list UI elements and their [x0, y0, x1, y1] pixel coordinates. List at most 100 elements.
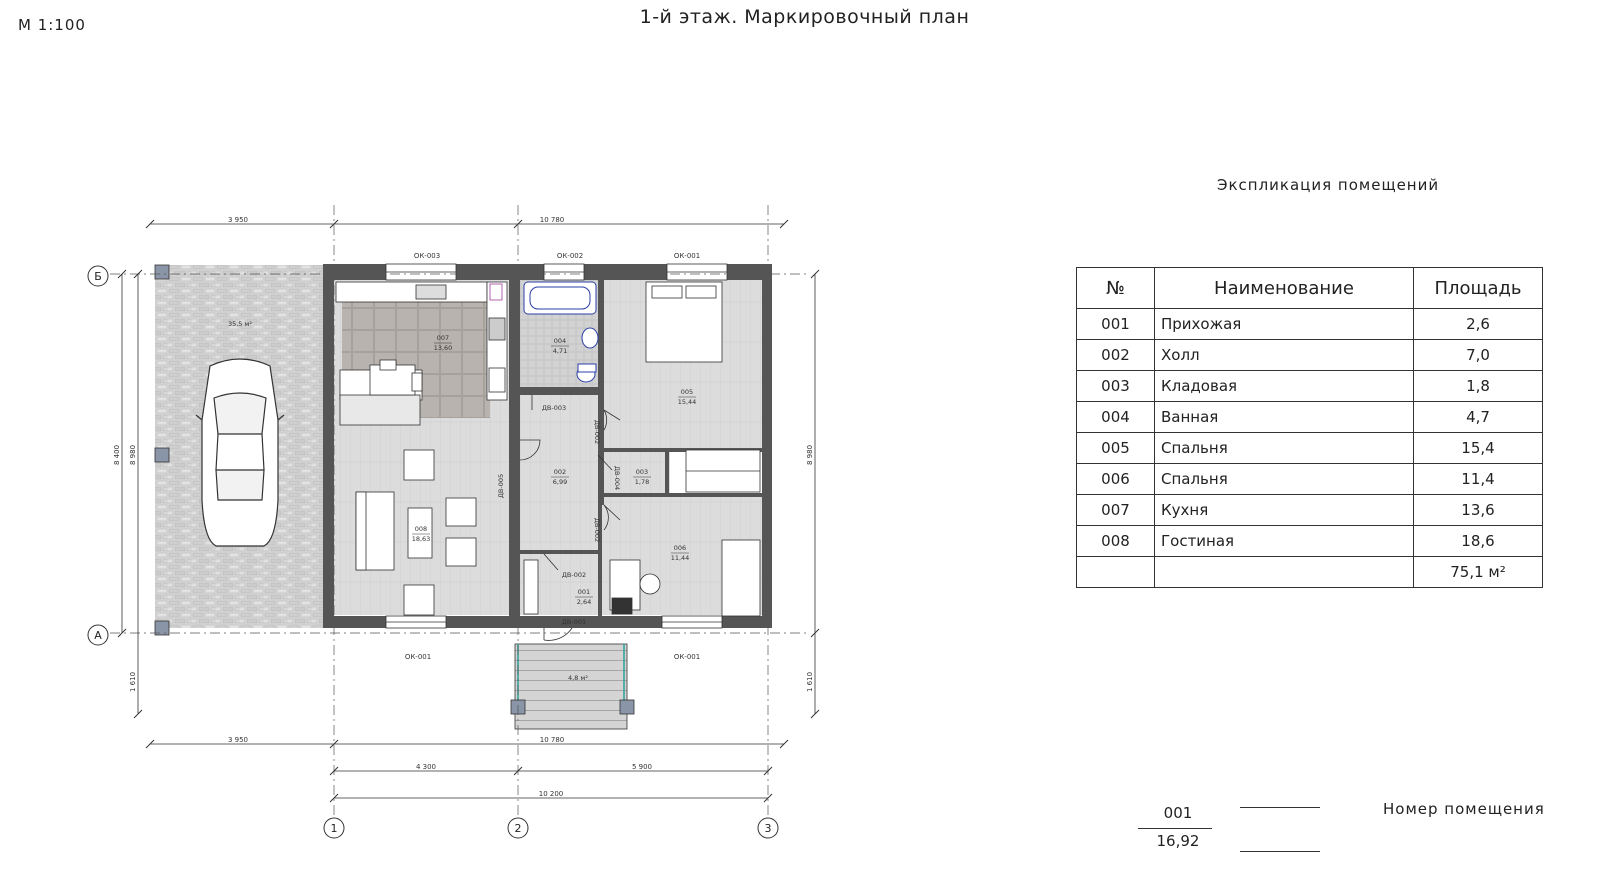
room-004-area: 4,71: [553, 347, 567, 355]
explication-table: № Наименование Площадь 001 Прихожая 2,6 …: [1076, 267, 1543, 588]
dim-top-right: 10 780: [540, 216, 565, 224]
column-header-number: №: [1076, 267, 1155, 309]
room-008-area: 18,63: [412, 535, 431, 543]
cell-number: 004: [1076, 401, 1155, 433]
cell-number: 003: [1076, 370, 1155, 402]
room-008-id: 008: [415, 525, 427, 533]
cell-area: 1,8: [1413, 370, 1543, 402]
room-001-area: 2,64: [577, 598, 591, 606]
dim-left-outer: 8 400: [113, 445, 121, 465]
cell-area: 4,7: [1413, 401, 1543, 433]
cell-area: 7,0: [1413, 339, 1543, 371]
columns: [154, 264, 635, 715]
car-icon: [195, 358, 285, 547]
porch-area-label: 4,8 м²: [568, 674, 588, 682]
porch: [514, 643, 628, 730]
room-006-area: 11,44: [671, 554, 690, 562]
dim-bottom-left: 3 950: [228, 736, 248, 744]
parking-area-label: 35,5 м²: [228, 320, 252, 328]
scale-label: М 1:100: [18, 16, 86, 34]
total-area: 75,1 м²: [1413, 556, 1543, 588]
door-mark-dv5: ДВ-005: [497, 474, 505, 498]
dim-overall: 10 200: [539, 790, 564, 798]
table-row: 001 Прихожая 2,6: [1076, 308, 1543, 340]
dim-right: 8 980: [806, 445, 814, 465]
cell-number: 002: [1076, 339, 1155, 371]
room-007-area: 13,60: [434, 344, 453, 352]
column-header-name: Наименование: [1154, 267, 1414, 309]
cell-number: 006: [1076, 463, 1155, 495]
axis-label-b: Б: [94, 270, 102, 283]
cell-area: 2,6: [1413, 308, 1543, 340]
table-row: 008 Гостиная 18,6: [1076, 525, 1543, 557]
window-mark-ok1-br: ОК-001: [674, 653, 700, 661]
legend-pointer-line-bottom: [1240, 851, 1320, 852]
axis-label-3: 3: [765, 822, 772, 835]
room-002-area: 6,99: [553, 478, 567, 486]
legend-fraction-line: [1138, 828, 1212, 829]
explication-header-row: № Наименование Площадь: [1076, 267, 1543, 309]
room-005-area: 15,44: [678, 398, 697, 406]
legend-room-number: 001: [1163, 804, 1193, 822]
cell-number: 007: [1076, 494, 1155, 526]
window-mark-ok1-top: ОК-001: [674, 252, 700, 260]
table-row: 002 Холл 7,0: [1076, 339, 1543, 371]
cell-number: 001: [1076, 308, 1155, 340]
cell-number: 005: [1076, 432, 1155, 464]
bedroom-furniture: [523, 281, 761, 617]
door-mark-dv2-top: ДВ-002: [593, 420, 601, 444]
cell-name: Спальня: [1154, 432, 1414, 464]
room-007-id: 007: [437, 334, 449, 342]
table-row: 007 Кухня 13,6: [1076, 494, 1543, 526]
bathroom-fixtures: [523, 281, 599, 383]
door-mark-dv3: ДВ-003: [542, 404, 566, 412]
cell-name: Кухня: [1154, 494, 1414, 526]
door-mark-dv4: ДВ-004: [613, 466, 621, 490]
cell-name: Прихожая: [1154, 308, 1414, 340]
windows: [385, 263, 728, 629]
legend-label: Номер помещения: [1383, 800, 1545, 818]
column-header-area: Площадь: [1413, 267, 1543, 309]
room-004-id: 004: [554, 337, 566, 345]
dim-top-left: 3 950: [228, 216, 248, 224]
room-005-id: 005: [681, 388, 693, 396]
living-furniture: [355, 449, 477, 616]
walls: [323, 264, 772, 628]
room-003-area: 1,78: [635, 478, 649, 486]
room-006-id: 006: [674, 544, 686, 552]
explication-title: Экспликация помещений: [1217, 176, 1440, 194]
kitchen-furniture: [335, 281, 508, 426]
table-row: 005 Спальня 15,4: [1076, 432, 1543, 464]
cell-area: 11,4: [1413, 463, 1543, 495]
cell-area: 15,4: [1413, 432, 1543, 464]
room-002-id: 002: [554, 468, 566, 476]
door-swings: [519, 395, 621, 641]
door-mark-dv2-bot: ДВ-002: [562, 571, 586, 579]
axis-lines: [110, 205, 810, 818]
cell-name: Холл: [1154, 339, 1414, 371]
window-mark-ok1-bl: ОК-001: [405, 653, 431, 661]
legend-pointer-line-top: [1240, 807, 1320, 808]
table-row: 003 Кладовая 1,8: [1076, 370, 1543, 402]
cell-number: 008: [1076, 525, 1155, 557]
room-003-id: 003: [636, 468, 648, 476]
axis-label-1: 1: [331, 822, 338, 835]
total-row: 75,1 м²: [1076, 556, 1543, 588]
dim-seg1: 4 300: [416, 763, 436, 771]
dim-seg2: 5 900: [632, 763, 652, 771]
dimension-lines: [121, 223, 816, 799]
door-mark-dv1: ДВ-001: [562, 618, 586, 626]
room-tag-underlines: [412, 342, 696, 598]
cell-name: Гостиная: [1154, 525, 1414, 557]
table-row: 004 Ванная 4,7: [1076, 401, 1543, 433]
window-mark-ok2: ОК-002: [557, 252, 583, 260]
room-tags: 007 13,60 004 4,71 005 15,44 002 6,99 00…: [412, 334, 697, 606]
dim-bottom-right: 10 780: [540, 736, 565, 744]
axis-markers: [87, 265, 779, 839]
dim-porch-right: 1 610: [806, 672, 814, 692]
dim-left-inner: 8 980: [129, 445, 137, 465]
cell-name: Спальня: [1154, 463, 1414, 495]
dimension-ticks: [117, 219, 820, 803]
cell-name: Ванная: [1154, 401, 1414, 433]
